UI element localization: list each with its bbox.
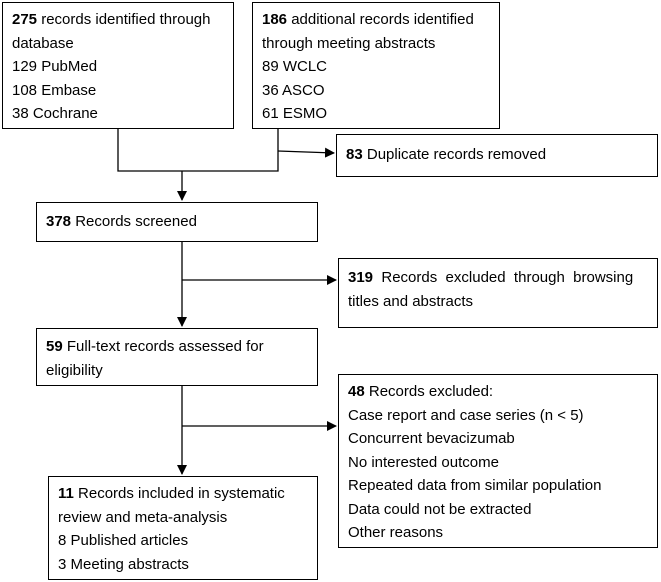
records-included-heading: 11 Records included in systematic xyxy=(58,485,285,502)
source-esmo: 61 ESMO xyxy=(262,105,328,122)
meeting-records-box: 186 additional records identified throug… xyxy=(252,2,500,129)
source-embase: 108 Embase xyxy=(12,81,97,99)
source-asco: 36 ASCO xyxy=(262,81,325,99)
exclusion-reason: Other reasons xyxy=(348,524,444,541)
fulltext-assessed-box: 59 Full-text records assessed for eligib… xyxy=(36,328,318,386)
duplicates-removed-text: 83 Duplicate records removed xyxy=(346,146,547,163)
duplicates-removed-box: 83 Duplicate records removed xyxy=(336,134,658,177)
included-meeting-abstracts: 3 Meeting abstracts xyxy=(58,555,189,573)
exclusion-reason: Case report and case series (n < 5) xyxy=(348,406,584,424)
fulltext-assessed-heading: 59 Full-text records assessed for xyxy=(46,338,264,355)
exclusion-reason: Concurrent bevacizumab xyxy=(348,430,515,447)
records-included-heading-cont: review and meta-analysis xyxy=(58,508,228,526)
merge-line xyxy=(117,129,279,172)
source-pubmed: 129 PubMed xyxy=(12,58,98,75)
included-published-articles: 8 Published articles xyxy=(58,532,189,549)
source-wclc: 89 WCLC xyxy=(262,58,328,75)
records-screened-box: 378 Records screened xyxy=(36,202,318,242)
exclusion-reason: Repeated data from similar population xyxy=(348,477,602,494)
fulltext-assessed-heading-cont: eligibility xyxy=(46,361,103,379)
exclusion-reason: No interested outcome xyxy=(348,453,499,471)
records-included-box: 11 Records included in systematic review… xyxy=(48,476,318,580)
meeting-records-heading: 186 additional records identified xyxy=(262,11,474,28)
records-screened-text: 378 Records screened xyxy=(46,213,197,230)
excluded-titles-heading: 319 Records excluded through browsing xyxy=(348,269,634,286)
database-records-heading-cont: database xyxy=(12,34,74,52)
exclusion-reason: Data could not be extracted xyxy=(348,500,532,518)
database-records-heading: 275 records identified through xyxy=(12,11,211,28)
database-records-box: 275 records identified through database … xyxy=(2,2,234,129)
arrow-to-duplicates xyxy=(277,147,335,158)
excluded-reasons-heading: 48 Records excluded: xyxy=(348,383,494,400)
excluded-titles-box: 319 Records excluded through browsing ti… xyxy=(338,258,658,328)
meeting-records-heading-cont: through meeting abstracts xyxy=(262,34,436,52)
source-cochrane: 38 Cochrane xyxy=(12,105,98,122)
excluded-titles-heading-cont: titles and abstracts xyxy=(348,292,474,310)
excluded-reasons-box: 48 Records excluded: Case report and cas… xyxy=(338,374,658,548)
